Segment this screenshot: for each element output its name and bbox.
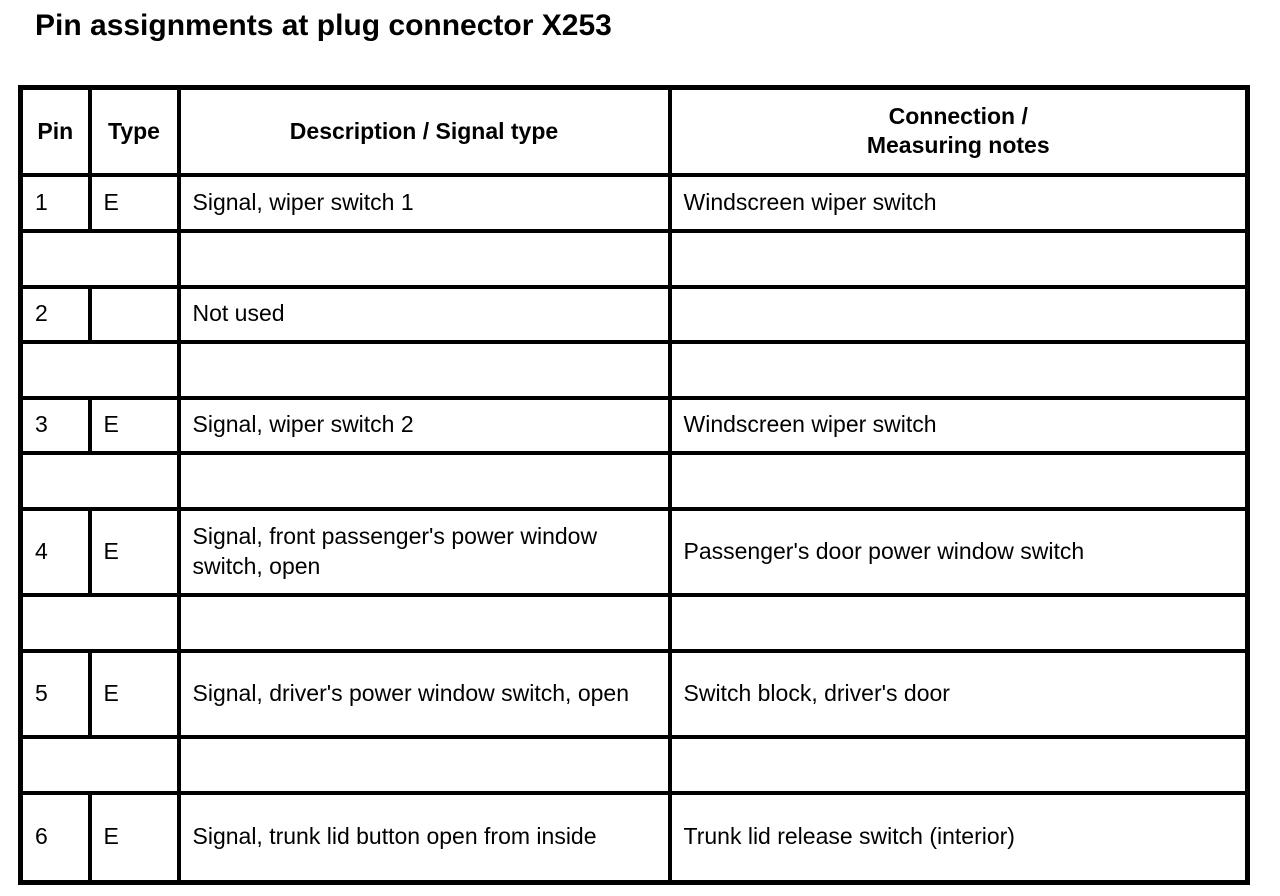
spacer-cell-pin-type	[18, 339, 181, 400]
cell-description: Signal, wiper switch 1	[176, 172, 672, 233]
header-description: Description / Signal type	[176, 85, 672, 177]
spacer-cell-description	[176, 339, 672, 400]
cell-connection: Trunk lid release switch (interior)	[667, 790, 1250, 885]
spacer-cell-connection	[667, 734, 1250, 795]
table-row-pin-1: 1 E Signal, wiper switch 1 Windscreen wi…	[18, 172, 1250, 233]
cell-description: Signal, front passenger's power window s…	[176, 506, 672, 597]
cell-type: E	[87, 395, 181, 455]
cell-type: E	[87, 506, 181, 597]
header-connection-line1: Connection /	[888, 102, 1028, 129]
cell-pin: 4	[18, 506, 92, 597]
cell-pin: 1	[18, 172, 92, 233]
header-connection-line2: Measuring notes	[866, 132, 1050, 159]
cell-type: E	[87, 172, 181, 233]
table-row-pin-3: 3 E Signal, wiper switch 2 Windscreen wi…	[18, 395, 1250, 455]
spacer-row	[18, 592, 1250, 653]
cell-connection	[667, 284, 1250, 344]
spacer-cell-pin-type	[18, 450, 181, 511]
table-row-pin-5: 5 E Signal, driver's power window switch…	[18, 648, 1250, 739]
cell-type: E	[87, 648, 181, 739]
cell-description: Signal, wiper switch 2	[176, 395, 672, 455]
page-title: Pin assignments at plug connector X253	[35, 9, 612, 42]
header-pin: Pin	[18, 85, 92, 177]
cell-pin: 2	[18, 284, 92, 344]
cell-type: E	[87, 790, 181, 885]
table-row-pin-4: 4 E Signal, front passenger's power wind…	[18, 506, 1250, 597]
header-connection: Connection / Measuring notes	[667, 85, 1250, 177]
spacer-cell-connection	[667, 339, 1250, 400]
spacer-cell-pin-type	[18, 592, 181, 653]
spacer-cell-connection	[667, 228, 1250, 289]
cell-connection: Windscreen wiper switch	[667, 172, 1250, 233]
spacer-cell-description	[176, 734, 672, 795]
cell-pin: 5	[18, 648, 92, 739]
cell-description: Signal, trunk lid button open from insid…	[176, 790, 672, 885]
spacer-cell-pin-type	[18, 228, 181, 289]
table-row-pin-6: 6 E Signal, trunk lid button open from i…	[18, 790, 1250, 885]
cell-pin: 3	[18, 395, 92, 455]
pin-assignment-table: Pin Type Description / Signal type Conne…	[18, 85, 1250, 885]
cell-pin: 6	[18, 790, 92, 885]
cell-connection: Switch block, driver's door	[667, 648, 1250, 739]
header-type: Type	[87, 85, 181, 177]
cell-description: Not used	[176, 284, 672, 344]
cell-description: Signal, driver's power window switch, op…	[176, 648, 672, 739]
cell-type	[87, 284, 181, 344]
spacer-cell-description	[176, 592, 672, 653]
table-header-row: Pin Type Description / Signal type Conne…	[18, 85, 1250, 177]
spacer-row	[18, 339, 1250, 400]
spacer-cell-description	[176, 228, 672, 289]
spacer-cell-connection	[667, 450, 1250, 511]
spacer-cell-description	[176, 450, 672, 511]
spacer-cell-connection	[667, 592, 1250, 653]
cell-connection: Passenger's door power window switch	[667, 506, 1250, 597]
spacer-row	[18, 734, 1250, 795]
table-row-pin-2: 2 Not used	[18, 284, 1250, 344]
spacer-cell-pin-type	[18, 734, 181, 795]
spacer-row	[18, 450, 1250, 511]
cell-connection: Windscreen wiper switch	[667, 395, 1250, 455]
spacer-row	[18, 228, 1250, 289]
